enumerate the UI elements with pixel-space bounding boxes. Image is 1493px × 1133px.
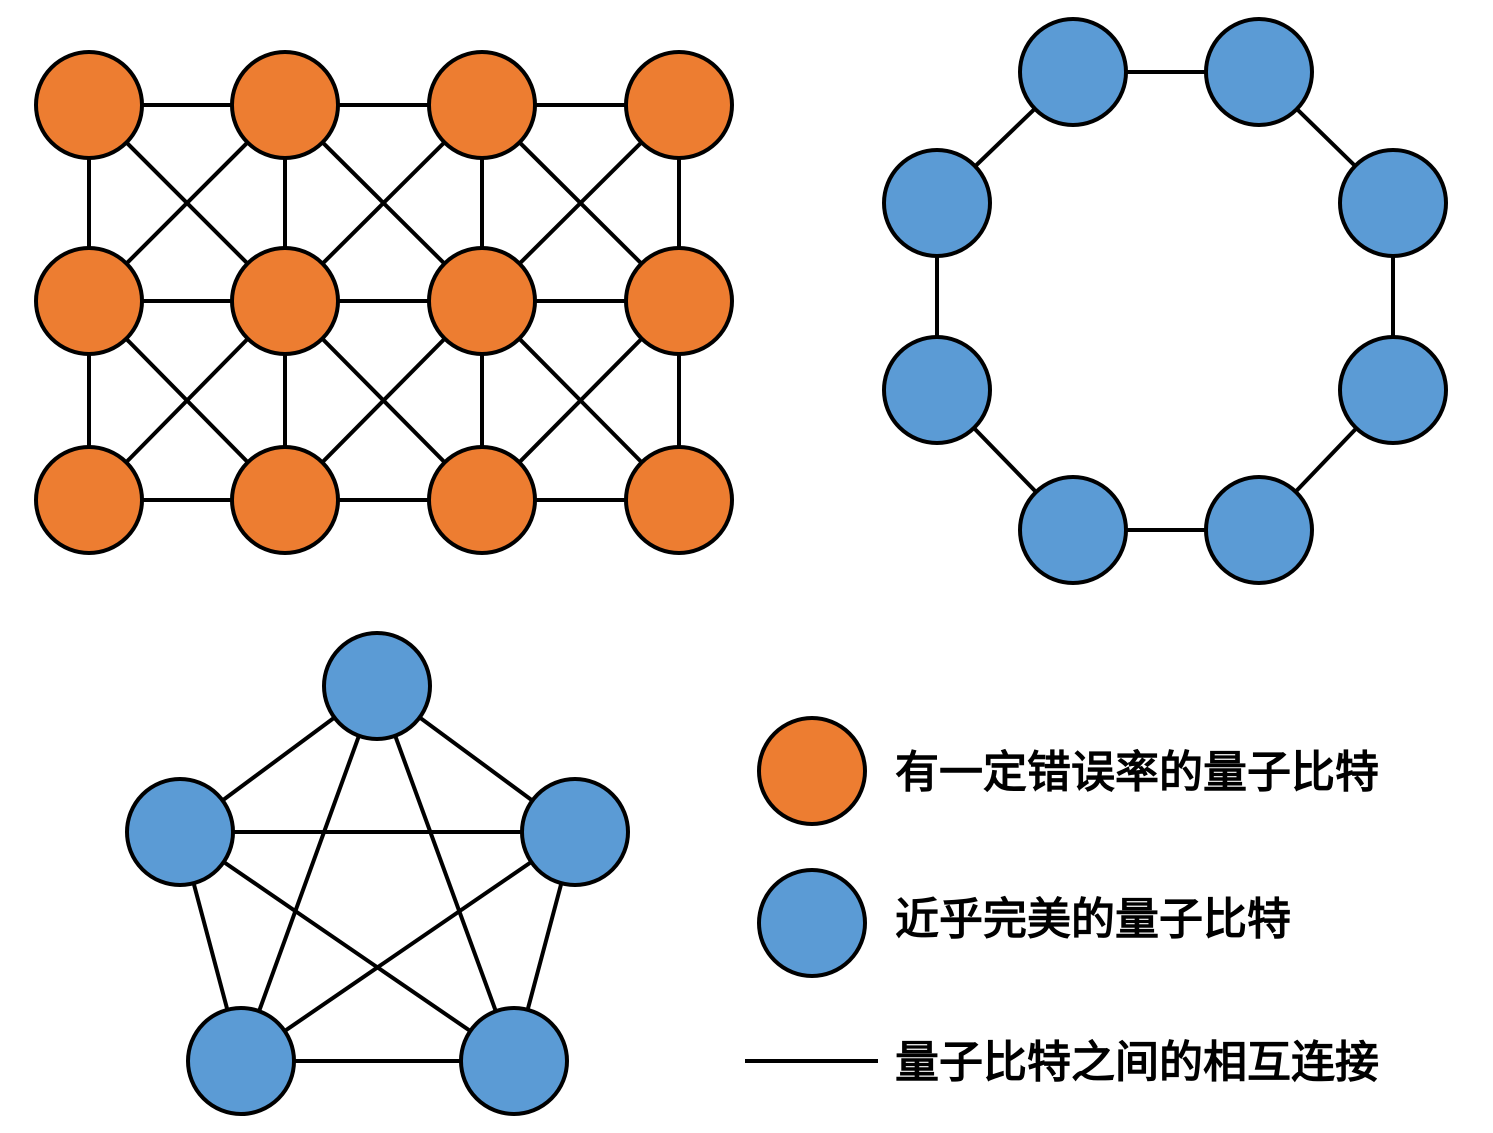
perfect-qubit-node: [322, 631, 432, 741]
complete-graph-edge: [239, 830, 577, 1063]
error-qubit-node: [427, 445, 537, 555]
complete-graph-topology: [125, 631, 630, 1116]
complete-graph-edge: [178, 830, 516, 1063]
legend-item-connection: 量子比特之间的相互连接: [745, 1037, 1379, 1088]
error-qubit-node: [230, 50, 340, 160]
grid-nodes: [34, 50, 734, 555]
error-qubit-node: [624, 50, 734, 160]
perfect-qubit-node: [1204, 475, 1314, 585]
error-qubit-node: [624, 445, 734, 555]
error-qubit-node: [34, 246, 144, 356]
error-qubit-node: [624, 246, 734, 356]
perfect-qubit-node: [1338, 148, 1448, 258]
perfect-qubit-node: [520, 777, 630, 887]
error-qubit-node: [427, 50, 537, 160]
perfect-qubit-node: [1204, 17, 1314, 127]
legend-swatch-perfect-qubit: [757, 868, 867, 978]
perfect-qubit-node: [882, 148, 992, 258]
legend-item-error-qubit: 有一定错误率的量子比特: [757, 716, 1379, 826]
ring-nodes: [882, 17, 1448, 585]
complete-graph-edge: [239, 685, 379, 1062]
complete-graph-nodes: [125, 631, 630, 1116]
legend-label-error-qubit: 有一定错误率的量子比特: [895, 747, 1379, 798]
complete-graph-edge: [375, 685, 516, 1062]
error-qubit-node: [34, 50, 144, 160]
legend-item-perfect-qubit: 近乎完美的量子比特: [757, 868, 1291, 978]
legend-swatch-error-qubit: [757, 716, 867, 826]
perfect-qubit-node: [1018, 475, 1128, 585]
legend: 有一定错误率的量子比特 近乎完美的量子比特 量子比特之间的相互连接: [745, 716, 1379, 1088]
perfect-qubit-node: [186, 1006, 296, 1116]
ring-edges: [935, 70, 1395, 532]
error-qubit-node: [230, 445, 340, 555]
error-qubit-node: [230, 246, 340, 356]
legend-label-connection: 量子比特之间的相互连接: [895, 1037, 1379, 1088]
perfect-qubit-node: [1338, 335, 1448, 445]
grid-topology: [34, 50, 734, 555]
perfect-qubit-node: [882, 335, 992, 445]
perfect-qubit-node: [459, 1006, 569, 1116]
error-qubit-node: [34, 445, 144, 555]
legend-label-perfect-qubit: 近乎完美的量子比特: [895, 894, 1291, 945]
perfect-qubit-node: [1018, 17, 1128, 127]
error-qubit-node: [427, 246, 537, 356]
perfect-qubit-node: [125, 777, 235, 887]
complete-graph-edges: [178, 684, 577, 1063]
ring-topology: [882, 17, 1448, 585]
grid-edges: [87, 103, 681, 502]
